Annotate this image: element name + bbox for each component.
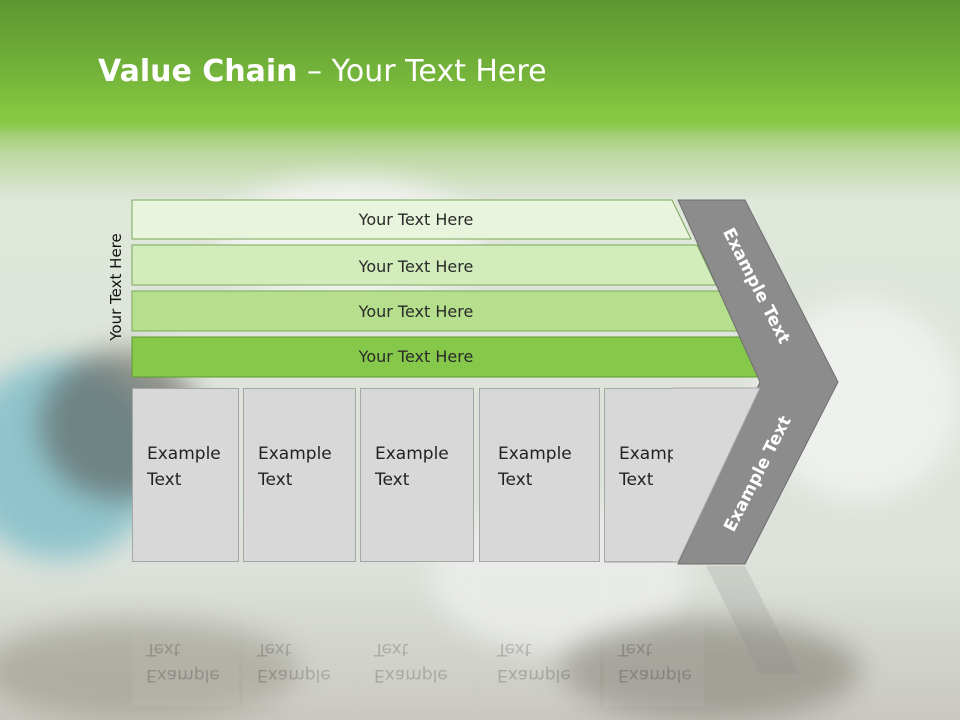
title-bold: Value Chain	[98, 54, 298, 89]
chevron-reflection	[678, 566, 800, 674]
bar-2-label: Your Text Here	[358, 257, 474, 276]
page-title: Value Chain – Your Text Here	[98, 54, 547, 89]
bar-1-label: Your Text Here	[358, 210, 474, 229]
bar-3-label: Your Text Here	[358, 302, 474, 321]
bar-4-label: Your Text Here	[358, 347, 474, 366]
title-rest: – Your Text Here	[297, 54, 547, 89]
bar-1	[131, 199, 692, 240]
